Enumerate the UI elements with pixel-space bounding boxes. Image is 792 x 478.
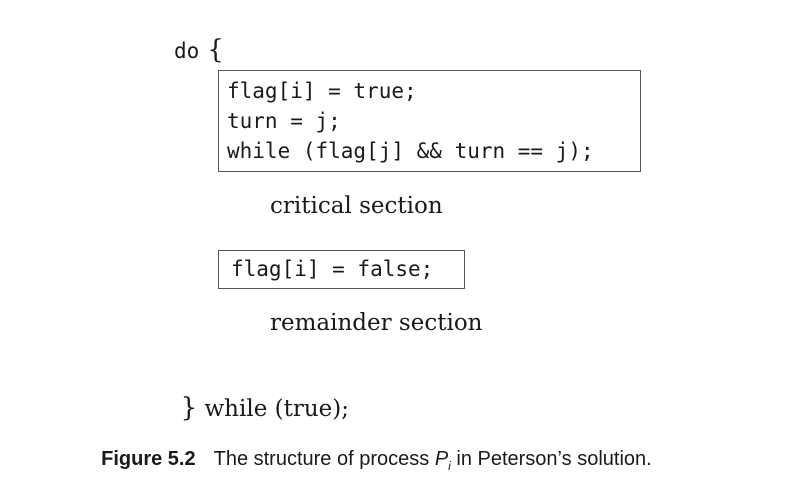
entry-section-box: flag[i] = true; turn = j; while (flag[j]… <box>218 70 641 172</box>
close-brace: } <box>180 393 198 423</box>
exit-line: flag[i] = false; <box>231 257 434 281</box>
caption-text-after: in Peterson’s solution. <box>450 448 652 470</box>
do-keyword: do <box>174 39 200 63</box>
while-condition: while (true); <box>197 396 349 422</box>
do-statement: do { <box>166 17 224 65</box>
entry-line-flag: flag[i] = true; <box>227 79 417 103</box>
open-brace: { <box>207 35 224 65</box>
critical-section-label: critical section <box>270 193 443 219</box>
entry-line-while: while (flag[j] && turn == j); <box>227 139 594 163</box>
entry-line-turn: turn = j; <box>227 109 341 133</box>
remainder-section-label: remainder section <box>270 310 483 336</box>
while-statement: } while (true); <box>166 367 349 423</box>
caption-text-before: The structure of process <box>213 448 435 470</box>
exit-section-box: flag[i] = false; <box>218 250 465 289</box>
figure-caption: Figure 5.2 The structure of process Pi in… <box>90 425 652 473</box>
figure-label: Figure 5.2 <box>101 448 196 470</box>
process-name: P <box>434 448 449 470</box>
process-subscript: i <box>448 459 451 473</box>
